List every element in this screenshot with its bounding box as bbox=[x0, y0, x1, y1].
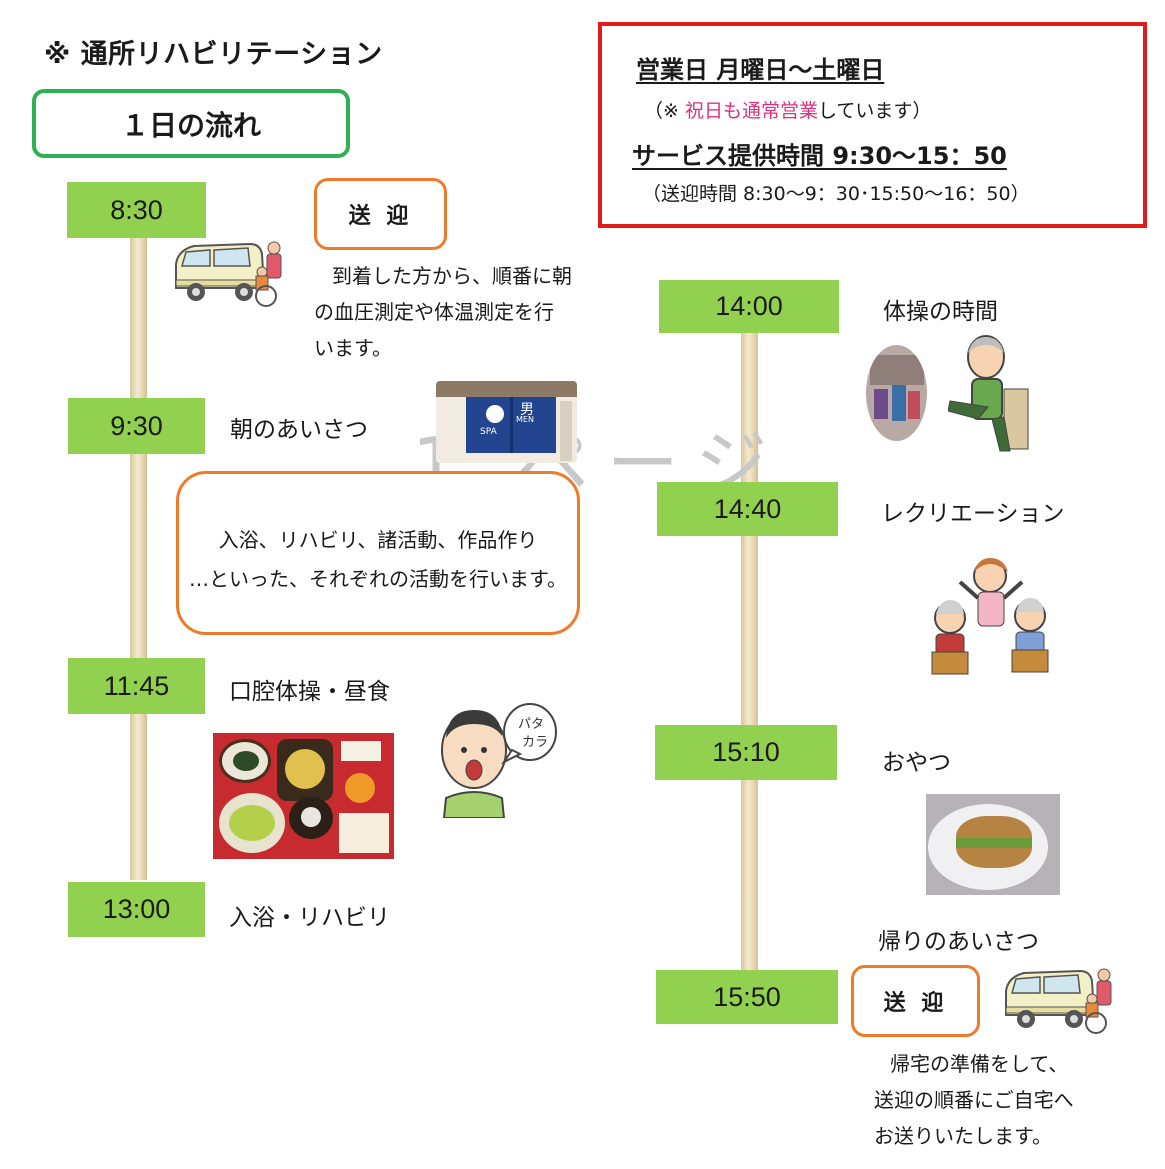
snack-photo bbox=[926, 794, 1060, 895]
return-line-1: 帰宅の準備をして、 bbox=[890, 1052, 1069, 1076]
bath-rehab-label: 入浴・リハビリ bbox=[229, 905, 390, 931]
bubble-line-1: パタ bbox=[518, 717, 544, 732]
van-illustration bbox=[175, 241, 282, 307]
group-exercise-photo bbox=[866, 345, 927, 441]
return-line-3: お送りいたします。 bbox=[874, 1124, 1052, 1148]
van-illustration-2 bbox=[1005, 968, 1112, 1034]
time-1300: 13:00 bbox=[68, 882, 205, 937]
dropoff-box: 送 迎 bbox=[851, 965, 980, 1037]
goodbye-greeting-label: 帰りのあいさつ bbox=[878, 929, 1039, 955]
holiday-note-highlight: 祝日も通常営業 bbox=[684, 100, 818, 122]
snack-label: おやつ bbox=[882, 750, 951, 776]
transport-hours: （送迎時間 8:30～9：30･15:50～16：50） bbox=[642, 183, 1030, 205]
timeline-pole-left bbox=[130, 236, 147, 880]
lunch-label: 口腔体操・昼食 bbox=[229, 679, 390, 705]
activity-box: 入浴、リハビリ、諸活動、作品作り …といった、それぞれの活動を行います。 bbox=[176, 471, 580, 635]
pickup-box: 送 迎 bbox=[314, 178, 447, 250]
time-1400: 14:00 bbox=[659, 280, 839, 333]
activity-line-1: 入浴、リハビリ、諸活動、作品作り bbox=[218, 528, 538, 552]
pickup-label: 送 迎 bbox=[348, 204, 413, 229]
noren-kanji: 男 bbox=[520, 402, 534, 418]
return-description: 帰宅の準備をして、 送迎の順番にご自宅へ お送りいたします。 bbox=[874, 1046, 1134, 1154]
activity-line-2: …といった、それぞれの活動を行います。 bbox=[189, 567, 567, 591]
noren-men: MEN bbox=[516, 415, 534, 424]
elderly-exercise-illustration bbox=[948, 335, 1029, 452]
time-0930: 9:30 bbox=[68, 398, 205, 454]
exercise-label: 体操の時間 bbox=[883, 299, 998, 325]
morning-greeting-label: 朝のあいさつ bbox=[230, 417, 368, 443]
recreation-label: レクリエーション bbox=[881, 501, 1065, 527]
arrival-line-1: 到着した方から、順番に朝 bbox=[332, 264, 572, 288]
holiday-note-pre: （※ bbox=[644, 100, 685, 122]
noren-spa: SPA bbox=[480, 427, 497, 437]
holiday-note-post: しています） bbox=[817, 100, 932, 122]
arrival-line-2: の血圧測定や体温測定を行 bbox=[314, 300, 554, 324]
time-1550: 15:50 bbox=[656, 970, 838, 1024]
flow-heading-box: １日の流れ bbox=[32, 89, 350, 158]
lunch-photo bbox=[213, 733, 394, 859]
page-title: ※ 通所リハビリテーション bbox=[44, 39, 383, 70]
business-days: 営業日 月曜日～土曜日 bbox=[636, 56, 885, 84]
return-line-2: 送迎の順番にご自宅へ bbox=[874, 1088, 1074, 1112]
time-1510: 15:10 bbox=[655, 725, 837, 780]
recreation-illustration bbox=[931, 558, 1049, 675]
time-0830: 8:30 bbox=[67, 182, 206, 238]
boy-speaking-illustration: パタ カラ bbox=[441, 703, 557, 818]
arrival-description: 到着した方から、順番に朝 の血圧測定や体温測定を行 います。 bbox=[314, 258, 604, 366]
business-hours-box: 営業日 月曜日～土曜日 （※ 祝日も通常営業しています） サービス提供時間 9:… bbox=[598, 22, 1147, 228]
arrival-line-3: います。 bbox=[314, 336, 392, 360]
time-1145: 11:45 bbox=[68, 658, 205, 714]
bubble-line-2: カラ bbox=[522, 735, 548, 750]
holiday-note: （※ 祝日も通常営業しています） bbox=[644, 96, 931, 123]
bath-curtain-photo: 男 MEN SPA bbox=[436, 381, 577, 463]
dropoff-label: 送 迎 bbox=[883, 991, 948, 1016]
service-hours: サービス提供時間 9:30～15：50 bbox=[632, 142, 1007, 170]
flow-heading: １日の流れ bbox=[120, 108, 261, 142]
time-1440: 14:40 bbox=[657, 482, 838, 536]
